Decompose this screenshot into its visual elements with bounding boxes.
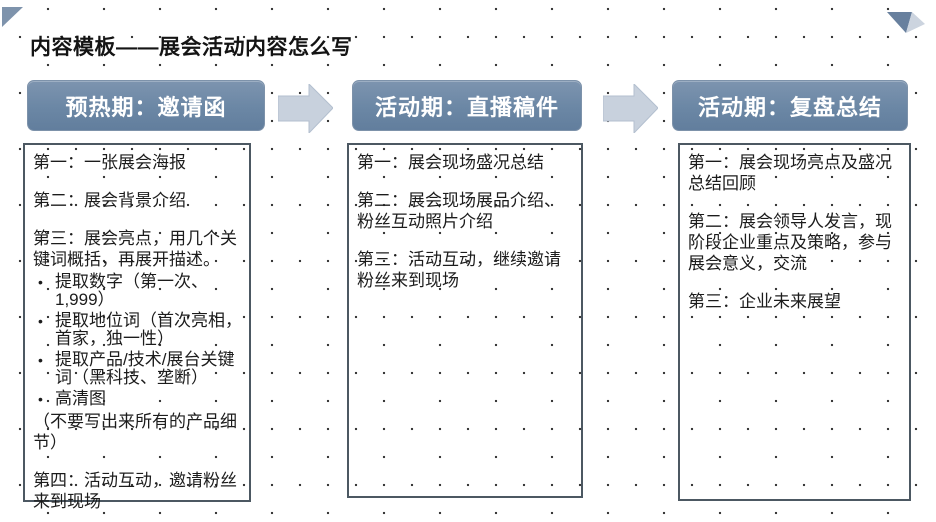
bullet-icon: • [38, 391, 43, 407]
bullet-icon: • [38, 352, 43, 368]
page-title: 内容模板——展会活动内容怎么写 [30, 36, 353, 59]
list-item: 第四：活动互动，邀请粉丝来到现场 [33, 471, 237, 511]
content-list: 第一：展会现场亮点及盛况总结回顾第二：展会领导人发言，现阶段企业重点及策略，参与… [688, 152, 904, 312]
list-item: 第二：展会领导人发言，现阶段企业重点及策略，参与展会意义，交流 [688, 212, 892, 273]
stage-header-warmup-label: 预热期：邀请函 [65, 94, 227, 120]
bullet-icon: • [38, 313, 43, 329]
bullet-text: 提取地位词（首次亮相，首家，独一性） [55, 311, 242, 348]
content-list: 第一：一张展会海报第二：展会背景介绍第三：展会亮点，用几个关键词概括，再展开描述… [33, 152, 244, 512]
bullet-item: • 高清图 [33, 390, 244, 408]
stage-header-live: 活动期：直播稿件 [352, 80, 582, 131]
stage-header-live-label: 活动期：直播稿件 [374, 94, 559, 120]
bullet-icon: • [38, 274, 43, 290]
stage-header-review: 活动期：复盘总结 [672, 80, 908, 131]
bullet-text: 提取产品/技术/展台关键词（黑科技、垄断） [55, 350, 235, 387]
list-item: 第一：展会现场盛况总结 [357, 153, 544, 172]
stage-header-warmup: 预热期：邀请函 [27, 80, 265, 131]
stage-header-review-label: 活动期：复盘总结 [697, 94, 882, 120]
bullet-text: 提取数字（第一次、1,999） [55, 272, 208, 309]
content-box-review: 第一：展会现场亮点及盛况总结回顾第二：展会领导人发言，现阶段企业重点及策略，参与… [678, 143, 911, 501]
list-item: 第三：展会亮点，用几个关键词概括，再展开描述。 [33, 229, 237, 269]
list-item: 第一：一张展会海报 [33, 153, 186, 172]
bullet-item: • 提取地位词（首次亮相，首家，独一性） [33, 312, 244, 348]
list-item: 第二：展会背景介绍 [33, 191, 186, 210]
flow-arrow-icon [603, 84, 658, 133]
bullet-item: • 提取数字（第一次、1,999） [33, 273, 244, 309]
bullet-item: • 提取产品/技术/展台关键词（黑科技、垄断） [33, 351, 244, 387]
folded-triangle-icon [887, 12, 925, 33]
corner-triangle-icon [2, 7, 23, 27]
list-item: （不要写出来所有的产品细节） [33, 412, 237, 452]
bullet-text: 高清图 [55, 389, 106, 408]
list-item: 第二：展会现场展品介绍、粉丝互动照片介绍 [357, 191, 561, 231]
flow-arrow-icon [278, 84, 333, 133]
content-box-live: 第一：展会现场盛况总结第二：展会现场展品介绍、粉丝互动照片介绍第三：活动互动，继… [347, 143, 583, 498]
list-item: 第三：企业未来展望 [688, 292, 841, 311]
content-list: 第一：展会现场盛况总结第二：展会现场展品介绍、粉丝互动照片介绍第三：活动互动，继… [357, 152, 576, 291]
list-item: 第三：活动互动，继续邀请粉丝来到现场 [357, 250, 561, 290]
list-item: 第一：展会现场亮点及盛况总结回顾 [688, 153, 892, 193]
content-box-warmup: 第一：一张展会海报第二：展会背景介绍第三：展会亮点，用几个关键词概括，再展开描述… [23, 143, 251, 511]
